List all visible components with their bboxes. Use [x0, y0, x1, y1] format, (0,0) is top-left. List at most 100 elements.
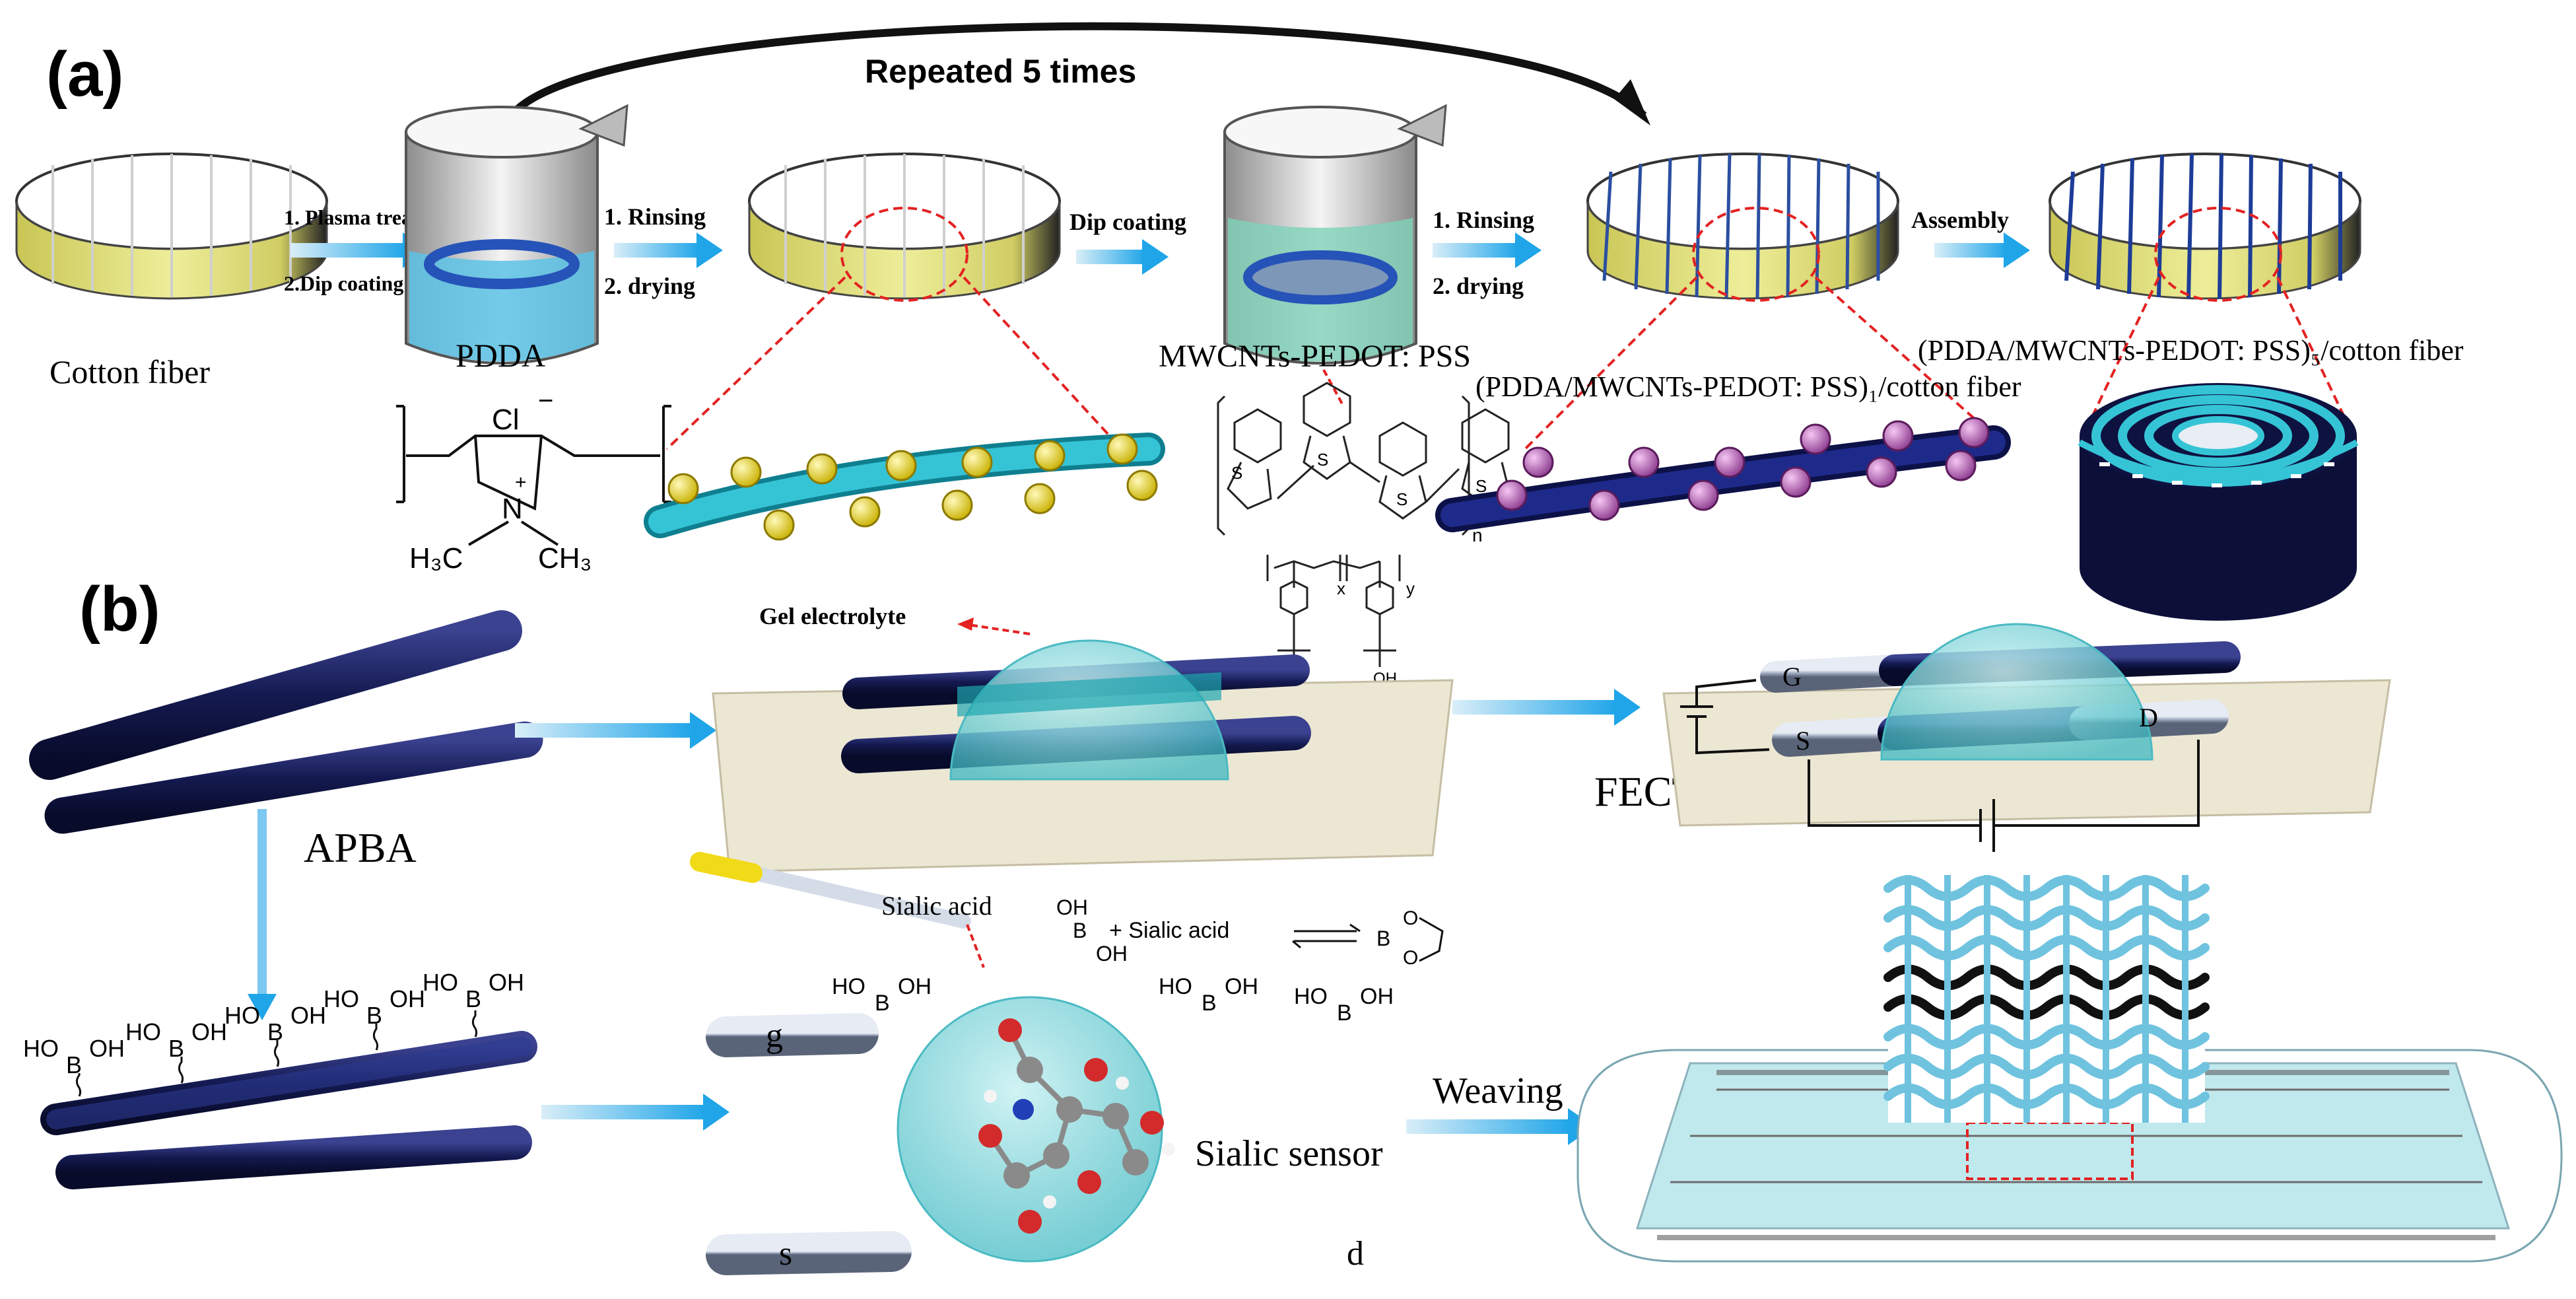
arrow-weaving: [1406, 1119, 1571, 1134]
sialic-sensor-label: Sialic sensor: [1195, 1133, 1383, 1174]
svg-text:HO: HO: [23, 1035, 59, 1062]
repeat-label: Repeated 5 times: [865, 53, 1136, 90]
svg-text:OH: OH: [1096, 942, 1128, 965]
arrow-assembly: [1934, 243, 2007, 258]
svg-text:HO: HO: [323, 985, 359, 1012]
pdda-label: PDDA: [456, 337, 545, 374]
step1-line2: 2.Dip coating: [284, 271, 403, 295]
svg-text:HO: HO: [1159, 974, 1192, 999]
sensor-drain: d: [1347, 1235, 1364, 1273]
pss-x: x: [1337, 579, 1345, 598]
pdda-cl: Cl: [492, 404, 520, 436]
svg-text:OH: OH: [1056, 895, 1088, 919]
fiber-positive: [644, 433, 1165, 541]
svg-text:B: B: [1376, 927, 1390, 950]
fect-gate: G: [1782, 662, 1802, 691]
reaction-equation: OH B OH + Sialic acid B O O: [1056, 895, 1444, 969]
sialic-molecule: [978, 1018, 1175, 1234]
beaker-pdda: [405, 104, 628, 365]
svg-text:HO: HO: [224, 1002, 260, 1029]
fect-source: S: [1796, 726, 1810, 755]
rinse1-line1: 1. Rinsing: [604, 203, 706, 230]
assembly-label: Assembly: [1911, 207, 2009, 233]
mwcnts-label: MWCNTs-PEDOT: PSS: [1159, 339, 1471, 374]
arrow-to-gel: [515, 723, 693, 738]
arrow-rinse2: [1433, 243, 1518, 258]
panel-label-a: (a): [46, 39, 123, 110]
bare-fibers: [29, 610, 543, 834]
result-1-label: (PDDA/MWCNTs-PEDOT: PSS)₁/cotton fiber: [1475, 370, 2021, 403]
svg-text:HO: HO: [832, 974, 865, 999]
svg-text:O: O: [1403, 947, 1418, 969]
svg-text:OH: OH: [898, 974, 932, 999]
repeat-arc-head: [1614, 79, 1650, 125]
svg-text:+ Sialic acid: + Sialic acid: [1109, 918, 1229, 943]
panel-label-b: (b): [79, 574, 160, 645]
arrow-step1: [290, 243, 406, 258]
arrow-to-sensor: [541, 1105, 706, 1119]
svg-text:B: B: [66, 1051, 82, 1078]
fect-dome: [1880, 623, 2153, 761]
fect-drain: D: [2139, 703, 2158, 732]
rinse1-line2: 2. drying: [604, 273, 695, 299]
ring-single-layer: [1524, 153, 1995, 450]
repeat-arc: [508, 22, 1647, 119]
svg-text:OH: OH: [191, 1018, 227, 1045]
pedot-pss-structure: [1217, 382, 1510, 667]
svg-text:OH: OH: [489, 969, 524, 996]
arrow-apba: [257, 809, 267, 1001]
sensor-source: s: [779, 1235, 792, 1273]
svg-text:HO: HO: [125, 1018, 161, 1045]
sensor-bottom-fiber: [706, 1231, 1413, 1275]
fiber-negative: [1435, 417, 2011, 532]
sialic-acid-label: Sialic acid: [881, 891, 992, 921]
arrow-to-fect: [1452, 700, 1617, 715]
pss-y: y: [1406, 579, 1415, 598]
svg-text:B: B: [168, 1035, 184, 1062]
woven-fabric: [1883, 872, 2210, 1123]
svg-text:OH: OH: [89, 1035, 125, 1062]
rinse2-line1: 1. Rinsing: [1433, 207, 1534, 233]
svg-text:HO: HO: [1294, 984, 1328, 1009]
svg-text:B: B: [1202, 991, 1217, 1016]
dip-coating-label: Dip coating: [1069, 209, 1186, 235]
gel-electrolyte-label: Gel electrolyte: [759, 603, 906, 629]
sensor-gate: g: [766, 1017, 783, 1055]
svg-text:B: B: [366, 1002, 382, 1029]
svg-text:B: B: [1073, 919, 1087, 942]
svg-text:O: O: [1403, 907, 1418, 929]
pedot-s2: S: [1317, 450, 1328, 470]
pedot-n: n: [1472, 525, 1483, 545]
svg-text:OH: OH: [290, 1002, 326, 1029]
svg-text:HO: HO: [423, 969, 458, 996]
svg-text:OH: OH: [1225, 974, 1258, 999]
pedot-s4: S: [1475, 476, 1487, 496]
svg-text:B: B: [1337, 1001, 1352, 1026]
svg-text:B: B: [465, 985, 481, 1012]
svg-text:B: B: [875, 991, 890, 1016]
textile-mat: [1576, 1049, 2563, 1263]
apba-fibers: [40, 1010, 537, 1189]
apba-label: APBA: [304, 824, 417, 871]
ring-pdda-coated: [665, 153, 1117, 450]
svg-text:OH: OH: [390, 985, 425, 1012]
ring-five-layer: [2049, 153, 2361, 430]
result-5-label: (PDDA/MWCNTs-PEDOT: PSS)₅/cotton fiber: [1918, 334, 2464, 367]
arrow-dip: [1076, 250, 1145, 264]
rinse2-line2: 2. drying: [1433, 273, 1524, 299]
ring-cotton: [15, 153, 328, 300]
weaving-label: Weaving: [1433, 1071, 1563, 1111]
cotton-fiber-label: Cotton fiber: [50, 353, 210, 390]
multilayer-cylinder: [2078, 383, 2359, 621]
pipette: [690, 852, 971, 929]
pdda-minus: −: [538, 386, 553, 415]
pedot-s3: S: [1396, 489, 1407, 509]
beaker-mwcnts: [1223, 104, 1447, 365]
fect-circuit: [1680, 679, 2200, 852]
pdda-ch3: CH₃: [538, 542, 592, 575]
arrow-rinse1: [614, 243, 700, 258]
pdda-h3c: H₃C: [409, 542, 463, 575]
pedot-s1: S: [1231, 463, 1242, 483]
